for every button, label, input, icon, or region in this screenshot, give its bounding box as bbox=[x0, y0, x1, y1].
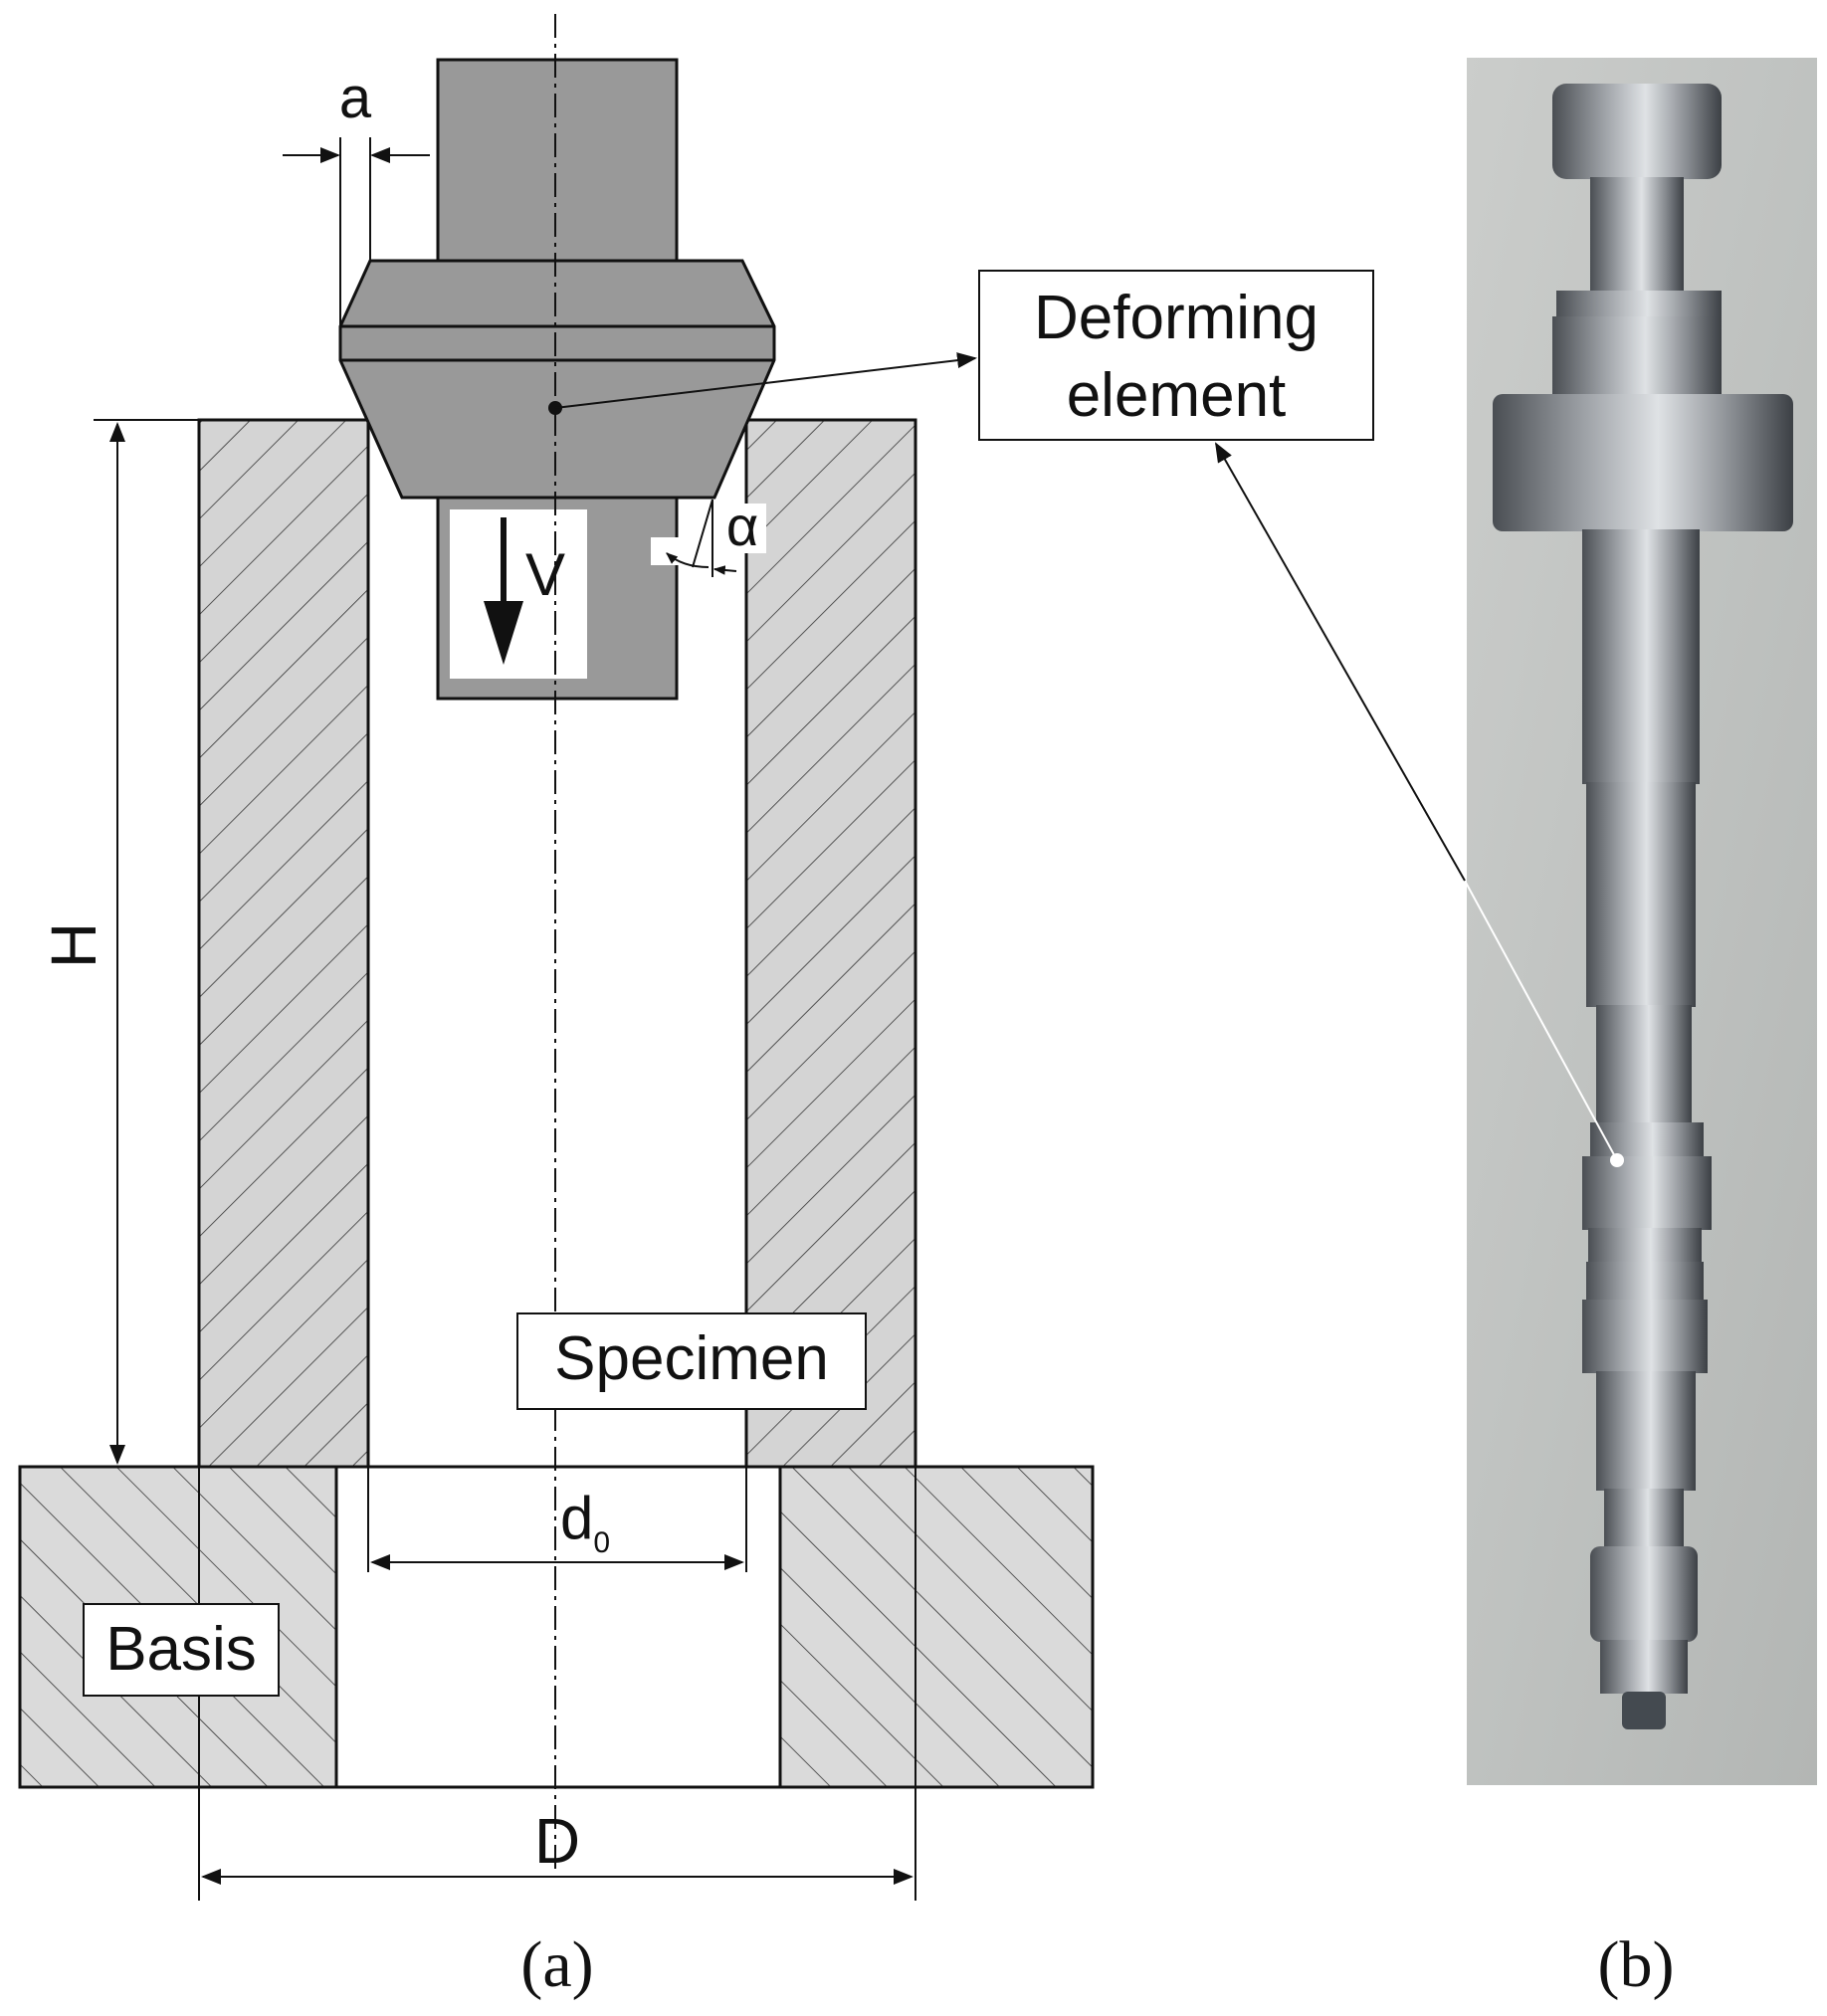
dimension-d0-main: d bbox=[560, 1485, 593, 1551]
photo-panel-b: (b) bbox=[1215, 58, 1817, 2001]
dimension-a-label: a bbox=[339, 66, 372, 130]
specimen-label: Specimen bbox=[554, 1324, 829, 1393]
dimension-big-d: D bbox=[198, 1467, 916, 1901]
basis-plate bbox=[18, 1465, 1095, 1789]
dimension-big-d-label: D bbox=[534, 1805, 580, 1877]
caption-b: (b) bbox=[1598, 1928, 1675, 2001]
angle-alpha-label: α bbox=[726, 495, 758, 557]
deforming-element-callout: Deforming element bbox=[554, 270, 1374, 441]
tool-shaft-photo bbox=[1493, 84, 1793, 1729]
velocity-label: V bbox=[525, 541, 565, 608]
velocity-box bbox=[450, 509, 587, 679]
specimen-walls bbox=[197, 418, 917, 1469]
dimension-h: H bbox=[38, 419, 199, 1465]
deforming-label-line1: Deforming bbox=[1034, 284, 1319, 352]
callout-line-white bbox=[1464, 880, 1618, 1161]
deforming-label-line2: element bbox=[1067, 361, 1287, 430]
dimension-d0: d0 bbox=[367, 1467, 747, 1572]
deforming-tool: V bbox=[338, 58, 776, 701]
dimension-h-label: H bbox=[38, 922, 109, 968]
dimension-d0-label: d0 bbox=[560, 1485, 610, 1559]
basis-label: Basis bbox=[105, 1615, 257, 1684]
dimension-d0-subscript: 0 bbox=[593, 1526, 610, 1559]
schematic-panel-a: V a α H bbox=[18, 14, 1374, 2001]
dimension-a: a bbox=[283, 66, 430, 328]
callout-line-black bbox=[1215, 442, 1466, 882]
angle-alpha: α bbox=[651, 495, 766, 577]
basis-callout: Basis bbox=[83, 1603, 280, 1697]
specimen-callout: Specimen bbox=[516, 1312, 867, 1410]
caption-a: (a) bbox=[520, 1928, 593, 2001]
